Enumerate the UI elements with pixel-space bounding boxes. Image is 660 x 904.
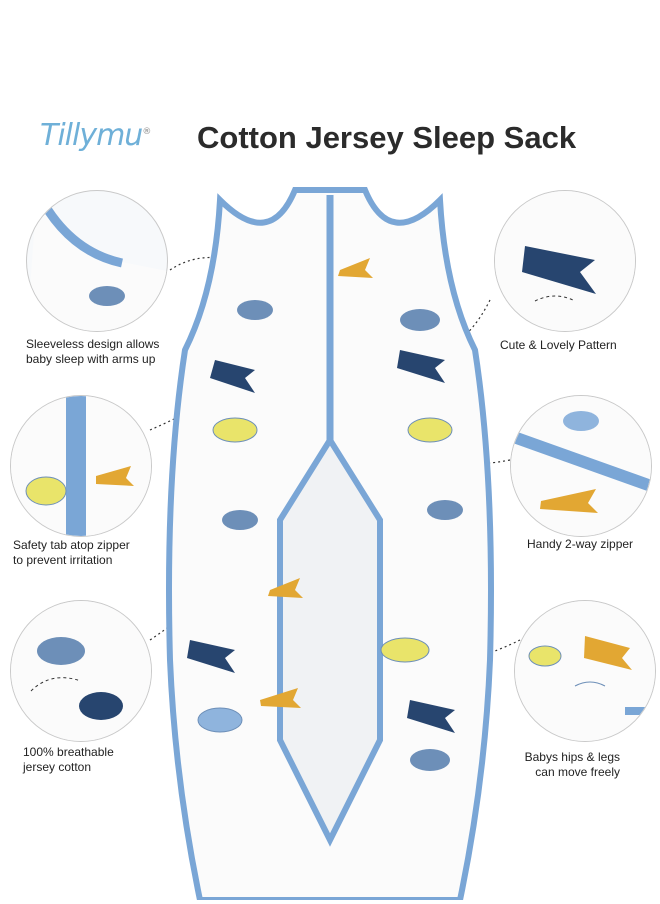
zipper-detail-image [511, 396, 651, 536]
airplane-icon [397, 350, 445, 383]
airplane-icon [210, 360, 255, 393]
sleeveless-detail-image [27, 191, 167, 331]
sleep-sack-image [166, 187, 494, 900]
caption-line: Babys hips & legs [524, 750, 620, 764]
header: Tillymu® Cotton Jersey Sleep Sack [0, 112, 660, 172]
connector-cotton [149, 599, 201, 641]
print-pattern [187, 258, 463, 771]
cloud-icon [400, 309, 440, 331]
cloud-icon [222, 510, 258, 530]
caption-safety: Safety tab atop zipper to prevent irrita… [13, 538, 173, 568]
blimp-icon [212, 417, 258, 443]
airplane-icon [407, 700, 455, 733]
airplane-icon [260, 688, 301, 708]
caption-hips: Babys hips & legs can move freely [495, 750, 620, 780]
detail-sleeveless [26, 190, 168, 332]
caption-line: can move freely [535, 765, 620, 779]
zipper-opening [277, 434, 383, 847]
detail-hips [514, 600, 656, 742]
brand-name: Tillymu [40, 118, 143, 153]
detail-zipper [510, 395, 652, 537]
safety-tab-detail-image [11, 396, 151, 536]
cloud-icon [410, 749, 450, 771]
airplane-icon [268, 578, 303, 598]
detail-pattern [494, 190, 636, 332]
helicopter-icon [197, 707, 243, 733]
caption-line: baby sleep with arms up [26, 352, 156, 366]
caption-zipper: Handy 2-way zipper [527, 537, 634, 551]
airplane-icon [338, 258, 373, 278]
caption-line: to prevent irritation [13, 553, 113, 567]
brand-logo: Tillymu® [40, 118, 151, 153]
hips-detail-image [515, 601, 655, 741]
caption-sleeveless: Sleeveless design allows baby sleep with… [26, 337, 196, 367]
detail-cotton [10, 600, 152, 742]
caption-line: Sleeveless design allows [26, 337, 160, 351]
registered-mark: ® [142, 127, 151, 137]
page-title: Cotton Jersey Sleep Sack [197, 120, 577, 155]
cloud-icon [237, 300, 273, 320]
blimp-icon [407, 417, 453, 443]
connector-sleeveless [169, 256, 239, 271]
caption-line: Safety tab atop zipper [13, 538, 130, 552]
caption-line: 100% breathable [23, 745, 114, 759]
airplane-icon [187, 640, 235, 673]
blimp-icon [380, 637, 430, 663]
caption-line: jersey cotton [23, 760, 92, 774]
detail-safety-tab [10, 395, 152, 537]
pattern-detail-image [495, 191, 635, 331]
cloud-icon [427, 500, 463, 520]
caption-pattern: Cute & Lovely Pattern [500, 338, 617, 352]
cotton-detail-image [11, 601, 151, 741]
caption-cotton: 100% breathable jersey cotton [23, 745, 163, 775]
